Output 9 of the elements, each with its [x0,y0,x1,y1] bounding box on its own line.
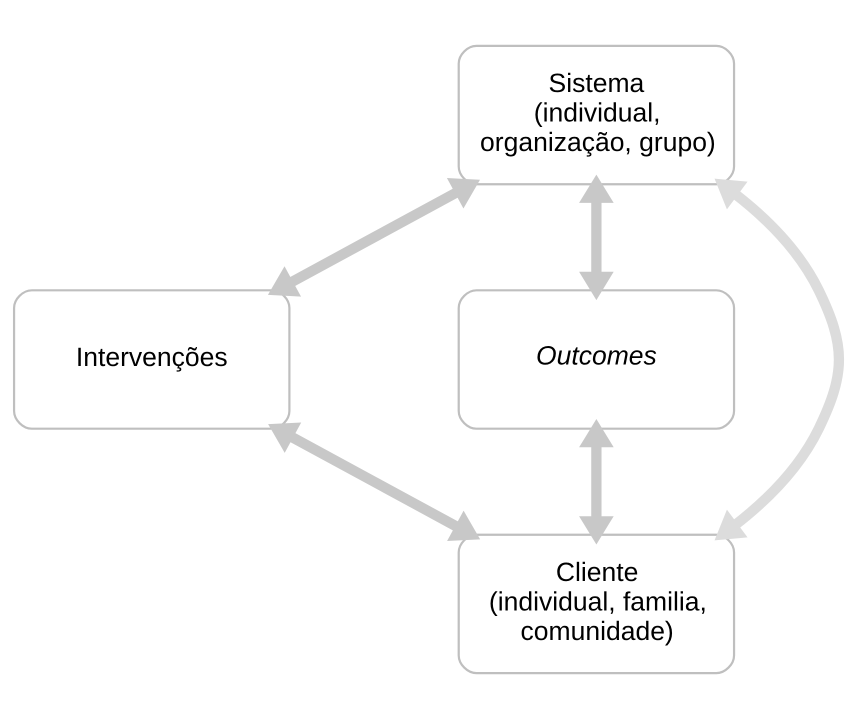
node-box: Intervenções [12,288,290,430]
node-box: Outcomes [458,288,736,430]
arrow [268,178,480,296]
node-box: Sistema (individual, organização, grupo) [458,44,736,185]
arrow [268,422,480,541]
node-box: Cliente (individual, familia, comunidade) [458,533,736,674]
arrow [579,174,614,300]
arrow [714,178,844,540]
arrow [579,418,614,544]
